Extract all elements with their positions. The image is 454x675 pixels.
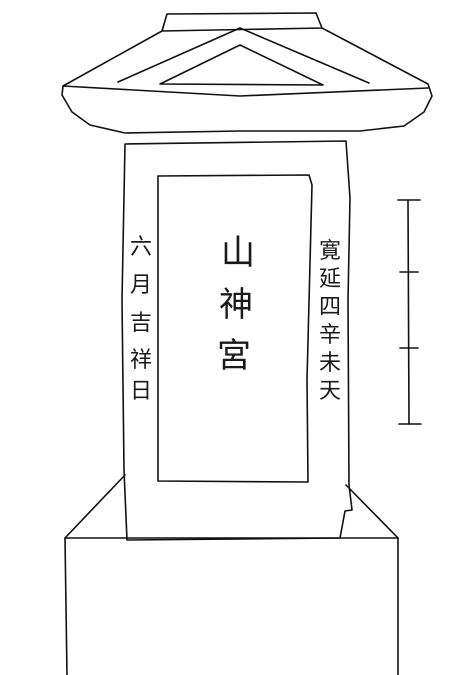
right-char-4: 辛 <box>319 323 341 348</box>
center-char-1: 山 <box>221 233 255 273</box>
roof-gable-outer <box>117 27 370 84</box>
right-char-2: 延 <box>319 267 341 292</box>
center-char-2: 神 <box>219 285 253 325</box>
roof-outline <box>61 27 433 134</box>
pedestal-left-edge <box>64 537 68 675</box>
center-panel <box>157 174 313 483</box>
body-outline <box>121 140 353 541</box>
scale-bar-line <box>407 199 410 425</box>
scale-bar <box>397 199 422 425</box>
right-char-5: 未 <box>319 351 341 376</box>
left-char-4: 祥 <box>130 348 152 373</box>
right-inscription: 寛 延 四 辛 未 天 <box>319 239 341 404</box>
roof-eave-line <box>62 85 429 97</box>
monument-body <box>121 140 353 541</box>
center-inscription: 山 神 宮 <box>217 233 255 376</box>
roof <box>61 12 433 134</box>
pedestal-top <box>64 474 399 539</box>
roof-gable-inner <box>159 44 324 86</box>
left-char-2: 月 <box>130 273 152 298</box>
right-char-3: 四 <box>319 295 341 320</box>
center-char-3: 宮 <box>217 336 251 376</box>
pedestal <box>64 474 399 675</box>
right-char-6: 天 <box>319 379 341 404</box>
right-char-1: 寛 <box>319 239 341 264</box>
left-inscription: 六 月 吉 祥 日 <box>130 235 152 404</box>
left-char-1: 六 <box>130 235 152 260</box>
left-char-5: 日 <box>130 379 152 404</box>
left-char-3: 吉 <box>130 311 152 336</box>
